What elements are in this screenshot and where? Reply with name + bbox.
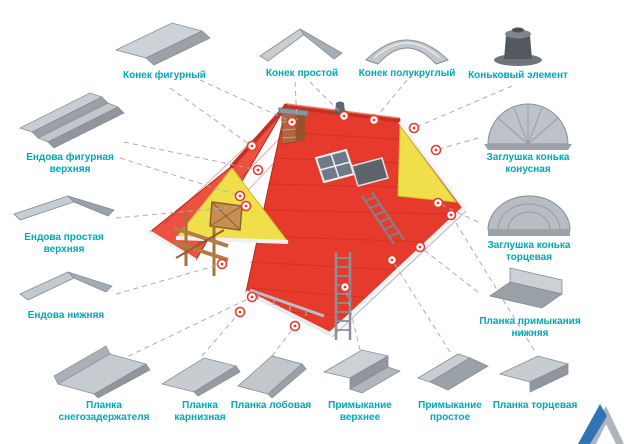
item-label: Ендова простая верхняя [24,232,104,255]
fascia-shadow [331,210,467,338]
item-label: Конек фигурный [123,70,206,81]
item-planka-karniznaya: Планка карнизная [156,348,244,424]
fascia-left-gable [175,236,289,244]
abutment-upper-icon [322,349,401,394]
eaves-strip-icon [160,357,241,397]
item-planka-lobovaya: Планка лобовая [230,348,312,412]
callout-markers [216,110,457,332]
item-label: Примыкание верхнее [328,400,392,423]
item-label: Конек простой [265,68,339,79]
attic-window [351,157,389,187]
item-label: Заглушка конька конусная [486,152,570,175]
item-label: Ендова фигурная верхняя [26,152,114,175]
gable-window-lattice [209,201,243,231]
item-label: Планка лобовая [230,400,312,411]
item-label: Заглушка конька торцевая [487,240,571,263]
item-planka-primykaniya: Планка примыкания нижняя [476,262,584,340]
snow-guard-strip-icon [53,345,151,398]
ridge-cap-cone-icon [484,103,572,150]
item-endova-figurnaya: Ендова фигурная верхняя [14,80,126,176]
item-konek-prostoy: Конек простой [252,22,352,80]
scaffolding [173,214,229,276]
fascia-right-edge [396,119,466,209]
item-zaglushka-tortsevaya: Заглушка конька торцевая [476,190,582,264]
roof-illustration [149,101,467,340]
brand-logo [578,404,624,444]
abutment-plain-icon [417,353,489,391]
item-zaglushka-konusnaya: Заглушка конька конусная [476,98,580,176]
item-planka-tortsevaya: Планка торцевая [492,346,578,412]
item-primykanie-prostoe: Примыкание простое [402,346,498,424]
connector-lines [111,79,535,365]
item-endova-prostaya: Ендова простая верхняя [10,186,118,256]
item-label: Планка карнизная [174,400,226,423]
ridge-halfround-icon [365,39,449,65]
fascia-left-eaves [245,290,331,336]
item-label: Конек полукруглый [358,68,456,79]
item-label: Ендова нижняя [27,310,105,321]
valley-figured-icon [19,92,125,149]
item-label: Планка примыкания нижняя [479,316,581,339]
item-label: Планка снегозадержателя [58,400,150,423]
valley-plain-upper-icon [13,195,115,221]
item-endova-nizhnyaya: Ендова нижняя [14,264,118,322]
gable-right [397,124,458,203]
fascia-far-left [149,230,197,262]
ridge-plain-icon [259,28,343,62]
front-strip-icon [237,355,307,398]
item-primykanie-verkhnee: Примыкание верхнее [314,342,406,424]
valley-lower-icon [19,271,113,301]
ridge-figured-icon [114,22,211,66]
snow-guard [249,288,325,318]
fascia-front-eaves [328,206,466,336]
item-planka-snegozaderzhatelya: Планка снегозадержателя [50,342,158,424]
item-label: Примыкание простое [418,400,482,423]
item-konek-polukrugly: Конек полукруглый [356,20,458,80]
end-strip-icon [498,355,570,393]
item-konkovy-element: Коньковый элемент [468,10,568,82]
ridge-vent-icon [494,27,542,66]
abutment-strip-lower-icon [489,267,563,309]
roof-ladder [361,191,405,245]
item-konek-figurny: Конек фигурный [112,16,217,82]
item-label: Планка торцевая [492,400,578,411]
ridge-cross [230,104,288,168]
ridge-cap-end-icon [487,195,571,236]
item-label: Коньковый элемент [468,70,568,81]
